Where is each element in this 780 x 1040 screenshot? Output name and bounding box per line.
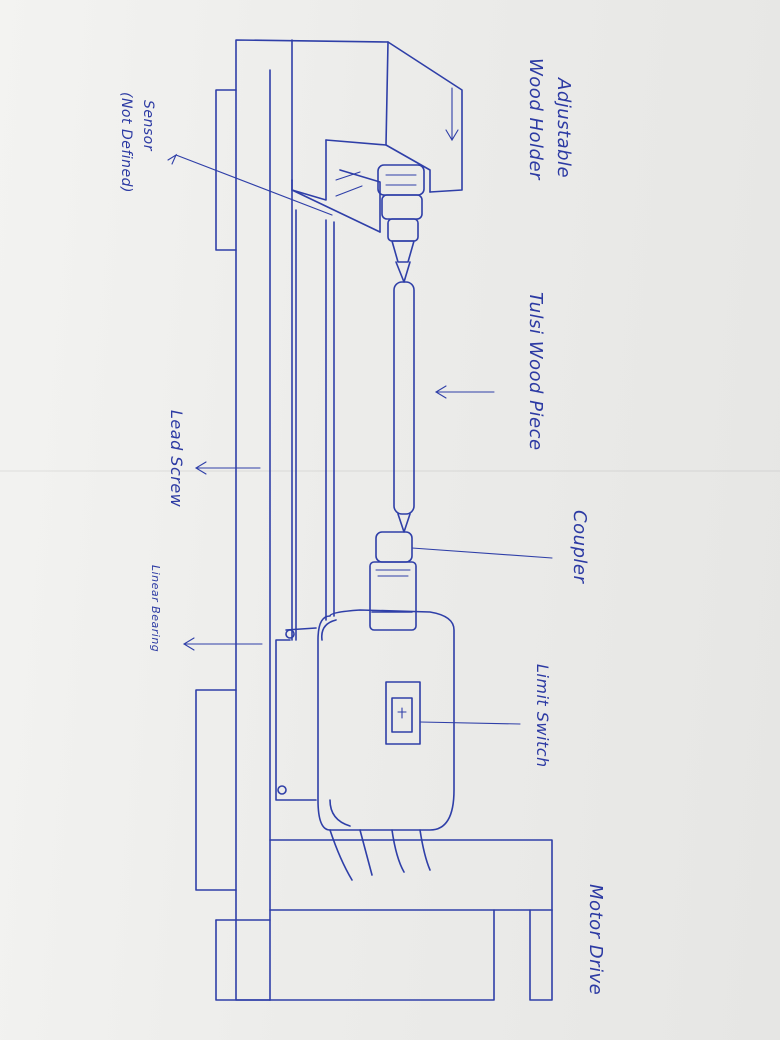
label-adjustable: Adjustable (553, 78, 574, 179)
coupler-part (369, 531, 417, 631)
label-lead-screw: Lead Screw (167, 410, 186, 508)
label-coupler: Coupler (569, 510, 590, 584)
label-sensor: Sensor (140, 100, 156, 151)
tulsi-wood-rod (393, 261, 415, 533)
label-limit-switch: Limit Switch (533, 664, 552, 768)
chuck (377, 164, 425, 263)
motor-body (317, 609, 455, 881)
label-sensor-note: (Not Defined) (118, 92, 134, 193)
label-linear-bearing: Linear Bearing (149, 565, 162, 653)
wood-holder-block (291, 139, 431, 233)
paper-fold (0, 470, 780, 472)
rails (275, 209, 335, 801)
label-wood-holder: Wood Holder (525, 58, 546, 180)
motor-mount (215, 839, 553, 1001)
label-motor-drive: Motor Drive (585, 884, 606, 996)
base-frame (195, 39, 463, 1001)
leader-lines (167, 87, 553, 725)
label-tulsi-wood-piece: Tulsi Wood Piece (525, 292, 546, 451)
